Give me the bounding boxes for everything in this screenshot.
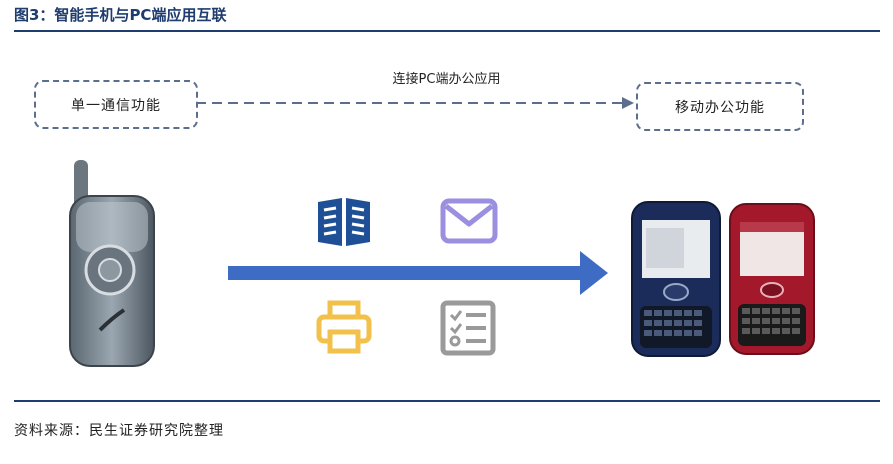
- flip-phone-image: [69, 160, 155, 367]
- left-box-single-communication: 单一通信功能: [34, 80, 198, 129]
- book-icon: [318, 198, 370, 246]
- right-box-mobile-office: 移动办公功能: [636, 82, 804, 131]
- source-note: 资料来源：民生证券研究院整理: [14, 423, 224, 439]
- checklist-icon: [440, 300, 496, 356]
- title-rule: [14, 30, 880, 32]
- mail-icon: [440, 198, 498, 244]
- figure-title: 图3：智能手机与PC端应用互联: [14, 6, 227, 24]
- printer-icon: [316, 300, 372, 354]
- connector-label: 连接PC端办公应用: [392, 72, 501, 87]
- smartphones-image: [631, 201, 815, 357]
- footer-rule: [14, 400, 880, 402]
